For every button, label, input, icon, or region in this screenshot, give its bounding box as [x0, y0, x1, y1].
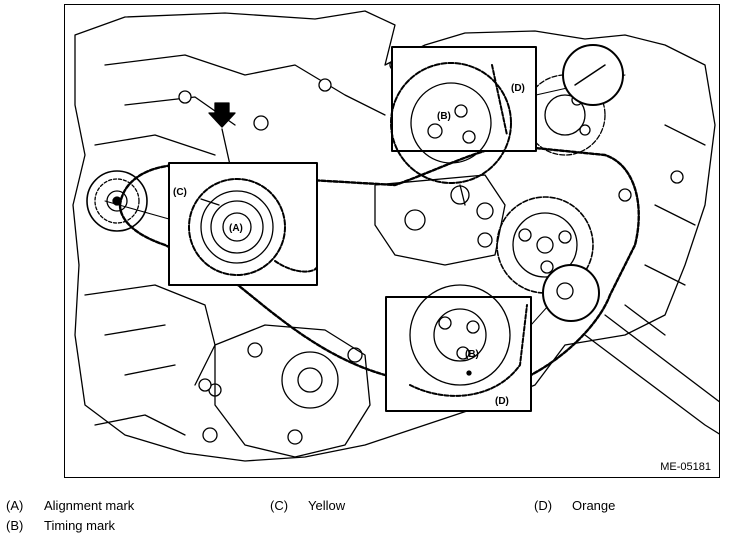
legend-key-b: (B): [6, 518, 24, 533]
engine-line-art: (C) (A) (B) (D) (B) (D): [72, 10, 719, 462]
callout-d-bottom: (D): [495, 396, 509, 407]
bolts: [178, 59, 684, 443]
legend-item-b: (B) Timing mark: [6, 518, 115, 533]
callout-b-top: (B): [437, 111, 451, 122]
block-detail-upper: [94, 54, 386, 156]
idler-sprocket: [86, 170, 148, 232]
engine-block-outline: [72, 10, 716, 462]
engine-timing-diagram: (C) (A) (B) (D) (B) (D) ME-05181: [64, 4, 720, 478]
legend-label-a: Alignment mark: [44, 498, 135, 513]
legend-key-a: (A): [6, 498, 24, 513]
legend-label-b: Timing mark: [44, 518, 116, 533]
legend-label-c: Yellow: [308, 498, 346, 513]
callout-a: (A): [229, 223, 243, 234]
inset-upper-cam: [390, 44, 626, 184]
pointer-arrow: [208, 102, 236, 166]
legend-item-c: (C) Yellow: [270, 498, 345, 513]
callout-c: (C): [173, 187, 187, 198]
block-detail-lower: [84, 284, 216, 436]
pipe: [584, 314, 719, 435]
callout-d-top: (D): [511, 83, 525, 94]
callout-b-bottom: (B): [465, 349, 479, 360]
legend-key-d: (D): [534, 498, 553, 513]
legend-item-a: (A) Alignment mark: [6, 498, 134, 513]
inset-lower-cam: [385, 264, 600, 412]
legend-key-c: (C): [270, 498, 289, 513]
water-pump: [208, 324, 371, 458]
center-bracket: [374, 174, 506, 266]
block-detail-right: [624, 124, 706, 336]
legend-label-d: Orange: [572, 498, 616, 513]
legend-item-d: (D) Orange: [534, 498, 615, 513]
figure-id: ME-05181: [660, 461, 711, 473]
inset-crank-sprocket: [104, 162, 318, 286]
